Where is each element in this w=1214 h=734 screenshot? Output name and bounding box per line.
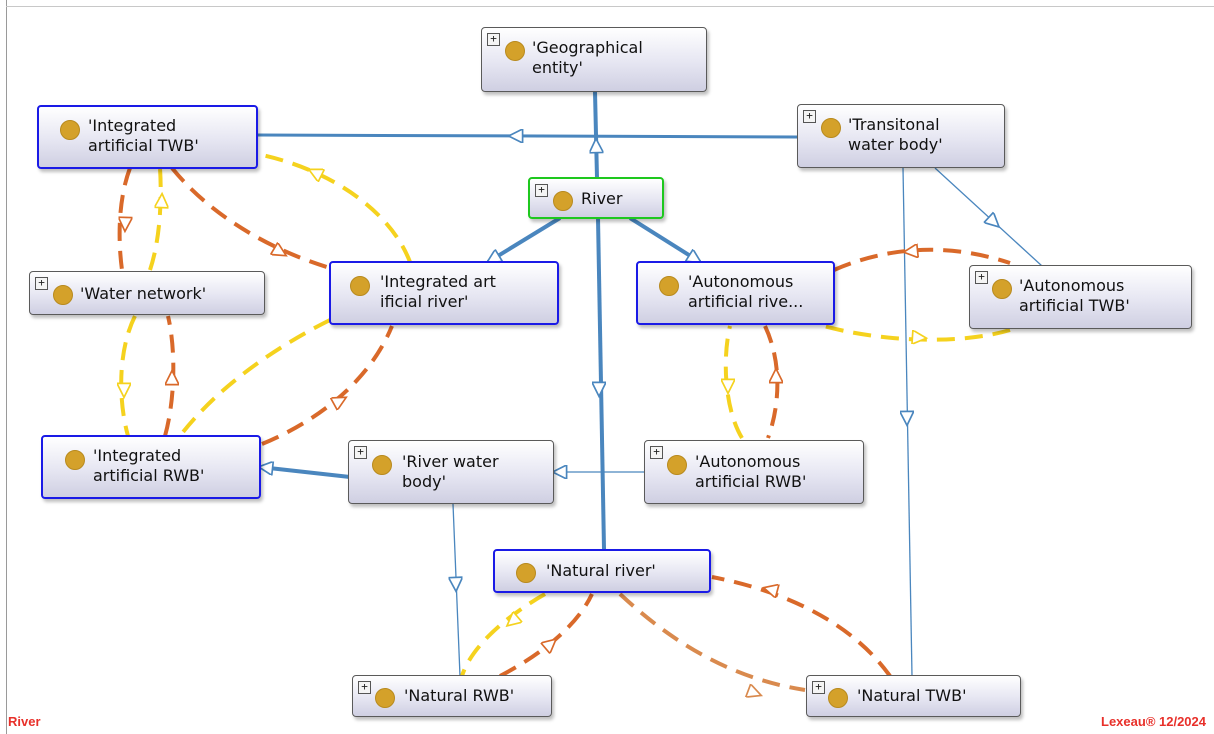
edge-river-nr xyxy=(596,217,606,550)
class-icon xyxy=(516,563,536,583)
rel-aar-arwb-orange xyxy=(763,325,780,439)
node-label: 'Autonomous artificial TWB' xyxy=(1019,276,1130,315)
expand-icon[interactable]: + xyxy=(803,110,816,123)
rel-nr-ntwb-tan-head xyxy=(720,680,760,695)
expand-icon[interactable]: + xyxy=(358,681,371,694)
canvas-border-top xyxy=(6,6,1214,7)
node-label: 'River water body' xyxy=(402,452,499,491)
node-river-water-body[interactable]: + 'River water body' xyxy=(348,440,554,504)
node-label: 'Natural TWB' xyxy=(857,686,967,705)
class-icon xyxy=(350,276,370,296)
node-label: 'Geographical entity' xyxy=(532,38,643,77)
edge-ttwb-ntwb xyxy=(902,167,913,677)
rel-aar-atwb-orange xyxy=(833,247,1011,272)
node-natural-rwb[interactable]: + 'Natural RWB' xyxy=(352,675,552,717)
node-label: 'Integrated artificial TWB' xyxy=(88,116,199,155)
rel-irwb-iar-orange xyxy=(261,325,394,446)
class-icon xyxy=(821,118,841,138)
rel-iar-irwb-yellow xyxy=(178,318,331,438)
class-icon xyxy=(60,120,80,140)
node-geographical-entity[interactable]: + 'Geographical entity' xyxy=(481,27,707,92)
expand-icon[interactable]: + xyxy=(487,33,500,46)
node-natural-river[interactable]: 'Natural river' xyxy=(493,549,711,593)
node-autonomous-artificial-river[interactable]: 'Autonomous artificial rive... xyxy=(636,261,835,325)
class-icon xyxy=(53,285,73,305)
rel-nr-ntwb-tan xyxy=(618,592,806,692)
class-icon xyxy=(65,450,85,470)
node-label: River xyxy=(581,189,623,208)
node-integrated-artificial-twb[interactable]: 'Integrated artificial TWB' xyxy=(37,105,258,169)
footer-focus-label: River xyxy=(8,714,41,729)
edge-ttwb-itwb xyxy=(257,133,798,139)
expand-icon[interactable]: + xyxy=(812,681,825,694)
expand-icon[interactable]: + xyxy=(975,271,988,284)
rel-itwb-wnet-orange xyxy=(117,167,132,271)
class-icon xyxy=(553,191,573,211)
rel-nrwb-nr-orange xyxy=(499,593,594,678)
expand-icon[interactable]: + xyxy=(35,277,48,290)
node-label: 'Water network' xyxy=(80,284,207,303)
rel-nr-nrwb-yellow xyxy=(460,592,547,677)
node-label: 'Integrated artificial RWB' xyxy=(93,446,205,485)
class-icon xyxy=(659,276,679,296)
class-icon xyxy=(828,688,848,708)
expand-icon[interactable]: + xyxy=(650,446,663,459)
rel-itwb-wnet-orange-head xyxy=(125,195,126,230)
class-icon xyxy=(372,455,392,475)
node-label: 'Autonomous artificial RWB' xyxy=(695,452,807,491)
node-label: 'Natural river' xyxy=(546,561,656,580)
node-label: 'Natural RWB' xyxy=(404,686,515,705)
expand-icon[interactable]: + xyxy=(535,184,548,197)
node-transitonal-water-body[interactable]: + 'Transitonal water body' xyxy=(797,104,1005,168)
node-label: 'Integrated art ificial river' xyxy=(380,272,496,311)
rel-arwb-aar-yellow xyxy=(723,325,744,440)
node-autonomous-artificial-twb[interactable]: + 'Autonomous artificial TWB' xyxy=(969,265,1192,329)
footer-copyright: Lexeau® 12/2024 xyxy=(1101,714,1206,729)
edge-river-aar xyxy=(628,216,700,262)
node-integrated-artificial-rwb[interactable]: 'Integrated artificial RWB' xyxy=(41,435,261,499)
rel-ntwb-nr-orange xyxy=(711,575,892,678)
node-integrated-artificial-river[interactable]: 'Integrated art ificial river' xyxy=(329,261,559,325)
node-label: 'Transitonal water body' xyxy=(848,115,943,154)
rel-wnet-itwb-yellow xyxy=(148,167,163,271)
edge-rwb-irwb xyxy=(260,467,351,479)
class-icon xyxy=(375,688,395,708)
node-water-network[interactable]: + 'Water network' xyxy=(29,271,265,315)
rel-iar-itwb-yellow xyxy=(261,153,412,263)
node-label: 'Autonomous artificial rive... xyxy=(688,272,804,311)
expand-icon[interactable]: + xyxy=(354,446,367,459)
class-icon xyxy=(992,279,1012,299)
node-river[interactable]: + River xyxy=(528,177,664,219)
rel-wnet-irwb-yellow xyxy=(119,315,137,437)
rel-irwb-wnet-orange xyxy=(163,315,176,437)
edge-rwb-nrwb xyxy=(452,503,461,677)
node-natural-twb[interactable]: + 'Natural TWB' xyxy=(806,675,1021,717)
canvas-border-left xyxy=(6,0,7,734)
node-autonomous-artificial-rwb[interactable]: + 'Autonomous artificial RWB' xyxy=(644,440,864,504)
class-icon xyxy=(505,41,525,61)
rel-itwb-iar-orange xyxy=(170,166,331,270)
class-icon xyxy=(667,455,687,475)
edge-river-iar xyxy=(488,216,562,262)
